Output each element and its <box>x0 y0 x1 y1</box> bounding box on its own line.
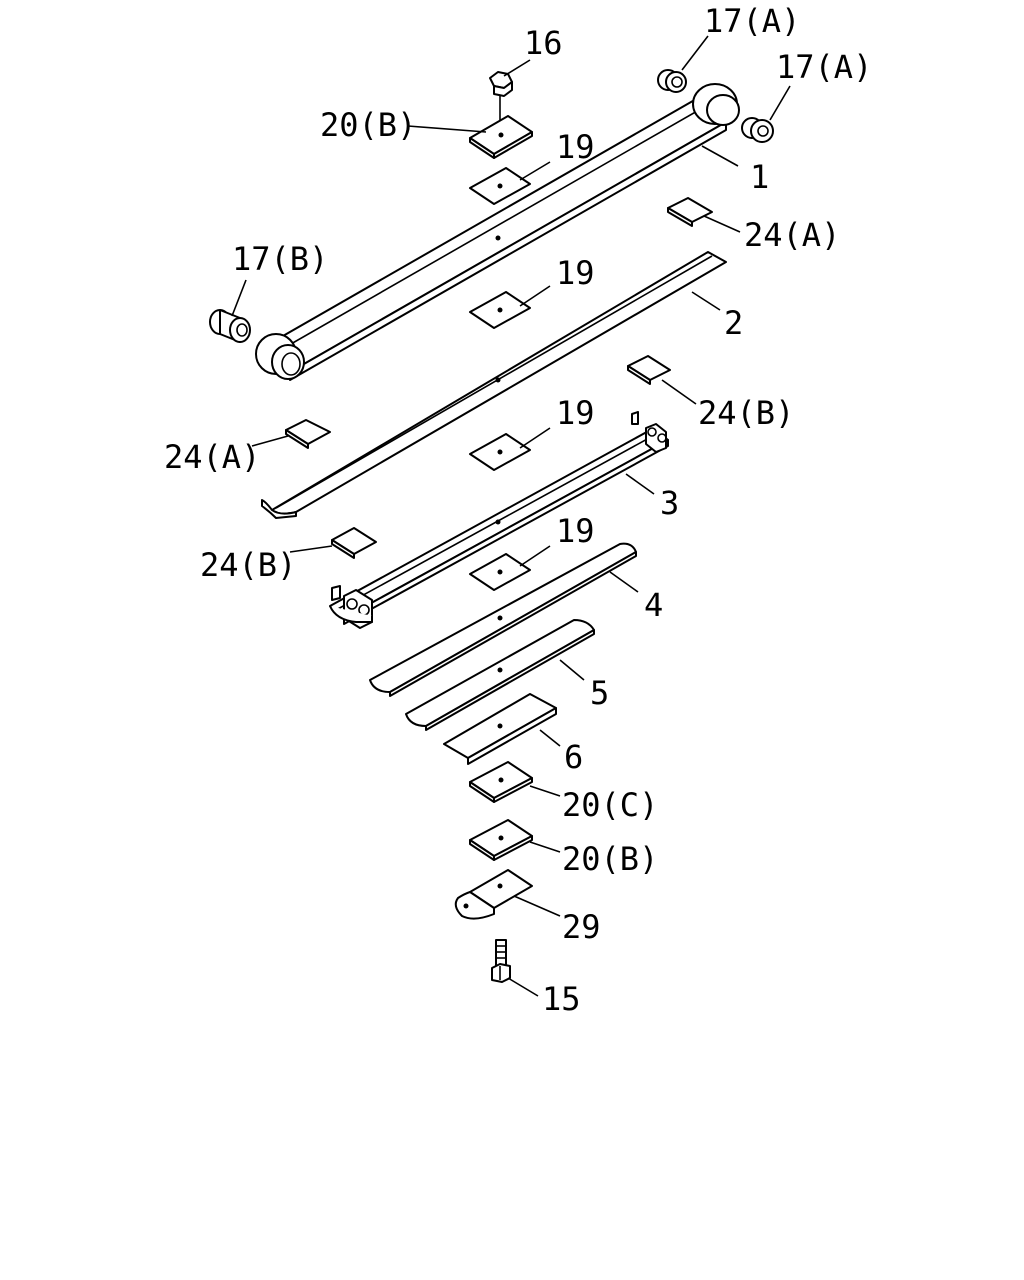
bushing-17a-top <box>657 69 687 93</box>
callout-15: 15 <box>542 980 581 1018</box>
leaf-5 <box>405 619 595 731</box>
leaf-2 <box>261 251 727 519</box>
plate-20b-top <box>469 115 533 159</box>
callout-4: 4 <box>644 586 663 624</box>
leaf-3 <box>329 411 669 629</box>
callout-19-b: 19 <box>556 254 595 292</box>
nut-16 <box>489 71 513 128</box>
main-leaf-1 <box>255 83 740 381</box>
callout-24b-left: 24(B) <box>200 546 296 584</box>
bushing-17b <box>209 309 251 343</box>
pad-19-c <box>469 433 531 471</box>
leaf-6 <box>443 693 557 765</box>
bolt-15 <box>491 939 511 983</box>
callout-17a-right: 17(A) <box>776 48 872 86</box>
callout-24b-right: 24(B) <box>698 394 794 432</box>
callout-20b-bottom: 20(B) <box>562 840 658 878</box>
callout-16: 16 <box>524 24 563 62</box>
pad-24b-right <box>627 355 671 385</box>
pad-19-a <box>469 167 531 205</box>
callout-2: 2 <box>724 304 743 342</box>
plate-20c <box>469 761 533 803</box>
callout-19-a: 19 <box>556 128 595 166</box>
callout-17a-top: 17(A) <box>704 2 800 40</box>
bracket-29 <box>454 869 533 920</box>
leaf-4 <box>369 542 637 697</box>
pad-24b-left <box>331 527 377 559</box>
pad-24a-left <box>285 419 331 449</box>
callout-24a-left: 24(A) <box>164 438 260 476</box>
callout-1: 1 <box>750 158 769 196</box>
pad-19-d <box>469 553 531 591</box>
callout-6: 6 <box>564 738 583 776</box>
bushing-17a-right <box>741 117 774 143</box>
callout-17b: 17(B) <box>232 240 328 278</box>
pad-19-b <box>469 291 531 329</box>
callout-19-d: 19 <box>556 512 595 550</box>
callout-3: 3 <box>660 484 679 522</box>
callout-19-c: 19 <box>556 394 595 432</box>
callout-20b-top: 20(B) <box>320 106 416 144</box>
leader-lines <box>231 35 791 997</box>
callout-24a-right: 24(A) <box>744 216 840 254</box>
callout-29: 29 <box>562 908 601 946</box>
plate-20b-bottom <box>469 819 533 861</box>
pad-24a-right <box>667 197 713 227</box>
callout-5: 5 <box>590 674 609 712</box>
callout-20c: 20(C) <box>562 786 658 824</box>
